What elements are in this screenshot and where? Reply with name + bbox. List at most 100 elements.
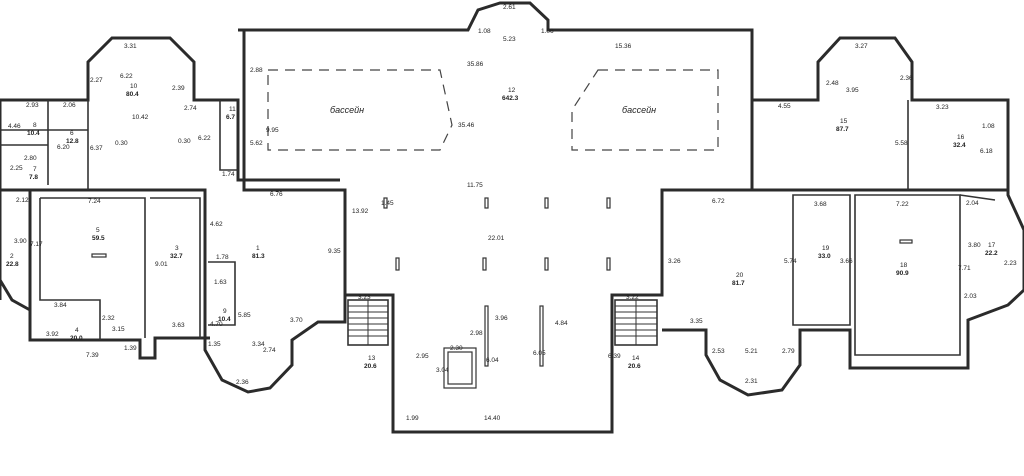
- dimension: 2.25: [10, 165, 23, 172]
- dimension: 2.30: [450, 345, 463, 352]
- dimension: 7.24: [88, 198, 101, 205]
- room-area: 59.5: [92, 235, 105, 242]
- room-area: 10.4: [218, 316, 231, 323]
- dimension: 1.06: [541, 28, 554, 35]
- dimension: 9.95: [266, 127, 279, 134]
- room-number: 12: [508, 87, 516, 94]
- room-number: 13: [368, 355, 376, 362]
- dimension: 2.04: [966, 200, 979, 207]
- dimension: 1.99: [406, 415, 419, 422]
- pool-labels: бассейн бассейн: [330, 105, 656, 115]
- room-area: 20.0: [70, 335, 83, 342]
- dimension: 1.74: [222, 171, 235, 178]
- room-area: 10.4: [27, 130, 40, 137]
- room-area: 22.2: [985, 250, 998, 257]
- dimension: 3.66: [840, 258, 853, 265]
- dimension: 4.62: [210, 221, 223, 228]
- dimension: 35.86: [467, 61, 484, 68]
- dimension: 1.78: [216, 254, 229, 261]
- room-area: 6.7: [226, 114, 235, 121]
- pool-label-right: бассейн: [622, 105, 656, 115]
- dimension: 5.58: [895, 140, 908, 147]
- dimension: 35.46: [458, 122, 475, 129]
- columns: [91, 197, 913, 389]
- dimension: 14.40: [484, 415, 501, 422]
- dimension: 5.74: [784, 258, 797, 265]
- dimension: 2.88: [250, 67, 263, 74]
- dimension: 2.95: [416, 353, 429, 360]
- dimension: 2.74: [263, 347, 276, 354]
- dimension: 4.55: [778, 103, 791, 110]
- dimension: 5.85: [238, 312, 251, 319]
- dimension: 7.71: [958, 265, 971, 272]
- dimension: 1.08: [478, 28, 491, 35]
- room-number: 7: [33, 166, 37, 173]
- stairs: [347, 299, 658, 346]
- dimension-labels: 2.61 1.08 1.06 5.23 15.36 35.86 35.46 3.…: [8, 4, 1017, 422]
- dimension: 6.72: [712, 198, 725, 205]
- dimension: 2.32: [102, 315, 115, 322]
- dimension: 6.22: [198, 135, 211, 142]
- room-number: 1: [256, 245, 260, 252]
- dimension: 1.63: [214, 279, 227, 286]
- room-area: 33.0: [818, 253, 831, 260]
- dimension: 11.75: [467, 182, 483, 189]
- dimension: 2.79: [782, 348, 795, 355]
- room-area: 642.3: [502, 95, 519, 102]
- dimension: 3.04: [436, 367, 449, 374]
- room-area: 80.4: [126, 91, 139, 98]
- dimension: 7.22: [896, 201, 909, 208]
- room-number: 9: [223, 308, 227, 315]
- dimension: 1.39: [124, 345, 137, 352]
- dimension: 2.80: [24, 155, 37, 162]
- dimension: 6.05: [533, 350, 546, 357]
- dimension: 2.03: [964, 293, 977, 300]
- dimension: 5.23: [503, 36, 516, 43]
- dimension: 6.22: [120, 73, 133, 80]
- room-area: 81.7: [732, 280, 745, 287]
- dimension: 3.95: [846, 87, 859, 94]
- dimension: 3.63: [172, 322, 185, 329]
- dimension: 2.61: [503, 4, 516, 11]
- room-number: 15: [840, 118, 848, 125]
- room-area: 81.3: [252, 253, 265, 260]
- dimension: 3.26: [668, 258, 681, 265]
- dimension: 3.92: [46, 331, 59, 338]
- dimension: 3.27: [855, 43, 868, 50]
- dimension: 2.74: [184, 105, 197, 112]
- dimension: 3.31: [124, 43, 137, 50]
- room-number: 20: [736, 272, 744, 279]
- dimension: 2.98: [470, 330, 483, 337]
- dimension: 9.01: [155, 261, 168, 268]
- dimension: 2.27: [90, 77, 103, 84]
- dimension: 6.18: [980, 148, 993, 155]
- room-number: 6: [70, 130, 74, 137]
- dimension: 2.06: [63, 102, 76, 109]
- room-number: 5: [96, 227, 100, 234]
- room-area: 22.8: [6, 261, 19, 268]
- room-area: 32.4: [953, 142, 966, 149]
- inner-walls: [0, 100, 996, 356]
- room-area: 12.8: [66, 138, 79, 145]
- room-labels: 1 81.3 2 22.8 3 32.7 4 20.0 5 59.5 6 12.…: [6, 83, 998, 370]
- dimension: 3.35: [690, 318, 703, 325]
- dimension: 3.23: [358, 294, 371, 301]
- room-area: 87.7: [836, 126, 849, 133]
- dimension: 4.46: [8, 123, 21, 130]
- dimension: 7.17: [30, 241, 43, 248]
- room-area: 90.9: [896, 270, 909, 277]
- room-number: 4: [75, 327, 79, 334]
- room-area: 32.7: [170, 253, 183, 260]
- dimension: 3.34: [252, 341, 265, 348]
- dimension: 15.36: [615, 43, 632, 50]
- dimension: 1.08: [982, 123, 995, 130]
- dimension: 2.12: [16, 197, 29, 204]
- dimension: 2.36: [236, 379, 249, 386]
- dimension: 6.37: [90, 145, 103, 152]
- room-number: 16: [957, 134, 965, 141]
- room-area: 7.8: [29, 174, 38, 181]
- room-number: 19: [822, 245, 830, 252]
- dimension: 6.04: [486, 357, 499, 364]
- dimension: 4.70: [210, 321, 223, 328]
